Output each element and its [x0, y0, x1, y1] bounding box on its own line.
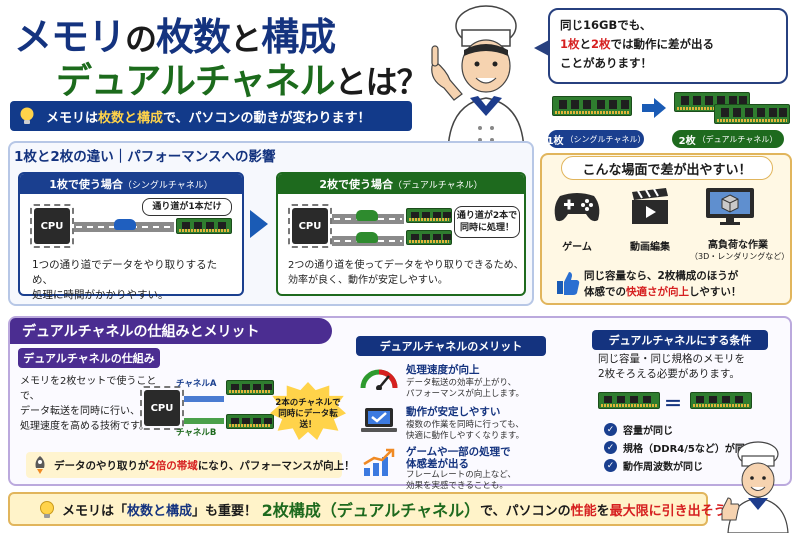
merit-title-stable: 動作が安定しやすい	[406, 406, 501, 418]
mechanism-title: デュアルチャネルの仕組み	[18, 348, 160, 368]
chef-thumbs-up-illustration	[721, 441, 789, 533]
single-channel-box: 1枚で使う場合（シングルチャネル） CPU 通り道が1本だけ 1つの通り道でデー…	[18, 172, 244, 301]
check-icon: ✓	[604, 459, 617, 472]
clapperboard-icon	[632, 188, 668, 224]
burst-text: 2本のチャネルで 同時にデータ転送！	[275, 398, 341, 430]
comparison-heading: 1枚と2枚の違い｜パフォーマンスへの影響	[14, 149, 276, 165]
merits-title: デュアルチャネルのメリット	[356, 336, 546, 356]
dual-path-bubble: 通り道が2本で 同時に処理！	[454, 206, 520, 238]
gamepad-icon	[554, 193, 600, 222]
merit-text-stable: 複数の作業を同時に行っても、 快適に動作しやすくなります。	[406, 420, 525, 441]
use-cases-title: こんな場面で差が出やすい！	[561, 156, 773, 180]
ram-stick	[406, 208, 452, 223]
channel-a-line	[184, 396, 224, 402]
check-icon: ✓	[604, 423, 617, 436]
single-path-bubble: 通り道が1本だけ	[142, 198, 232, 216]
scene-label-game: ゲーム	[562, 242, 592, 253]
arrow-right-icon	[250, 210, 268, 238]
mechanism-heading: デュアルチャネルの仕組みとメリット	[10, 318, 332, 344]
conditions-text: 同じ容量・同じ規格のメモリを 2枚そろえる必要があります。	[598, 353, 745, 380]
bar-chart-icon	[363, 448, 395, 476]
ram-stick-dual-2	[714, 104, 790, 124]
car-icon	[356, 210, 378, 221]
check-icon: ✓	[604, 441, 617, 454]
thumbs-up-icon	[557, 272, 580, 295]
page-title-line1: メモリの枚数と構成	[14, 15, 336, 59]
dual-channel-title: 2枚で使う場合（デュアルチャネル）	[278, 174, 524, 194]
condition-item: ✓規格（DDR4/5など）が同じ	[604, 440, 755, 455]
speech-bubble: 同じ16GBでも、 1枚と2枚では動作に差が出る ことがあります！	[548, 8, 788, 84]
scene-label-heavy-work: 高負荷な作業 （3D・レンダリングなど）	[690, 240, 790, 261]
ram-stick-channel-b	[226, 414, 274, 429]
use-cases-note: 同じ容量なら、2枚構成のほうが 体感での快適さが向上しやすい！	[584, 270, 742, 298]
merit-title-speed: 処理速度が向上	[406, 364, 480, 376]
ram-stick	[690, 392, 752, 409]
label-dual-channel: 2枚（デュアルチャネル）	[672, 130, 784, 148]
scene-label-video: 動画編集	[630, 242, 670, 253]
intro-banner: メモリは枚数と構成で、パソコンの動きが変わります！	[10, 101, 412, 131]
cpu-chip: CPU	[288, 204, 332, 248]
channel-a-label: チャネルA	[176, 379, 217, 389]
chef-illustration	[431, 5, 525, 150]
ram-stick-channel-a	[226, 380, 274, 395]
bubble-tail	[534, 40, 549, 56]
car-icon	[114, 219, 136, 230]
cpu-chip: CPU	[30, 204, 74, 248]
car-icon	[356, 232, 378, 243]
label-single-channel: 1枚（シングルチャネル）	[547, 130, 645, 148]
rocket-icon	[35, 456, 45, 474]
dual-channel-desc: 2つの通り道を使ってデータをやり取りできるため、 効率が良く、動作が安定しやすい…	[288, 260, 524, 286]
mechanism-text: メモリを2枚セットで使うことで、 データ転送を同時に行い、 処理速度を高める技術…	[20, 376, 157, 432]
merit-text-speed: データ転送の効率が上がり、 パフォーマンスが向上します。	[406, 378, 524, 399]
arrow-right-icon	[642, 98, 666, 118]
dual-channel-box: 2枚で使う場合（デュアルチャネル） CPU 通り道が2本で 同時に処理！ 2つの…	[276, 172, 526, 296]
conditions-title: デュアルチャネルにする条件	[592, 330, 768, 350]
lightbulb-icon	[40, 501, 54, 518]
cpu-chip: CPU	[140, 386, 184, 430]
laptop-check-icon	[361, 408, 397, 432]
equals-sign: ＝	[664, 394, 682, 415]
merit-title-game: ゲームや一部の処理で 体感差が出る	[406, 446, 511, 470]
footer-banner: メモリは「枚数と構成」も重要！ 2枚構成（デュアルチャネル）で、パソコンの性能を…	[8, 492, 740, 526]
ram-stick	[176, 218, 232, 234]
monitor-cube-icon	[706, 188, 754, 225]
channel-b-line	[184, 418, 224, 424]
speedometer-icon	[360, 369, 398, 390]
ram-stick	[598, 392, 660, 409]
page-title-line2: デュアルチャネルとは？	[56, 61, 429, 102]
lightbulb-icon	[20, 107, 34, 124]
channel-b-label: チャネルB	[176, 428, 217, 438]
single-channel-desc: 1つの通り道でデータをやり取りするため、 処理に時間がかかりやすい。	[32, 259, 218, 301]
ram-stick-single	[552, 96, 632, 116]
single-channel-title: 1枚で使う場合（シングルチャネル）	[20, 174, 242, 194]
merit-text-game: フレームレートの向上など、 効果を実感できることも。	[406, 470, 516, 491]
ram-stick	[406, 230, 452, 245]
condition-item: ✓動作周波数が同じ	[604, 458, 703, 473]
condition-item: ✓容量が同じ	[604, 422, 673, 437]
